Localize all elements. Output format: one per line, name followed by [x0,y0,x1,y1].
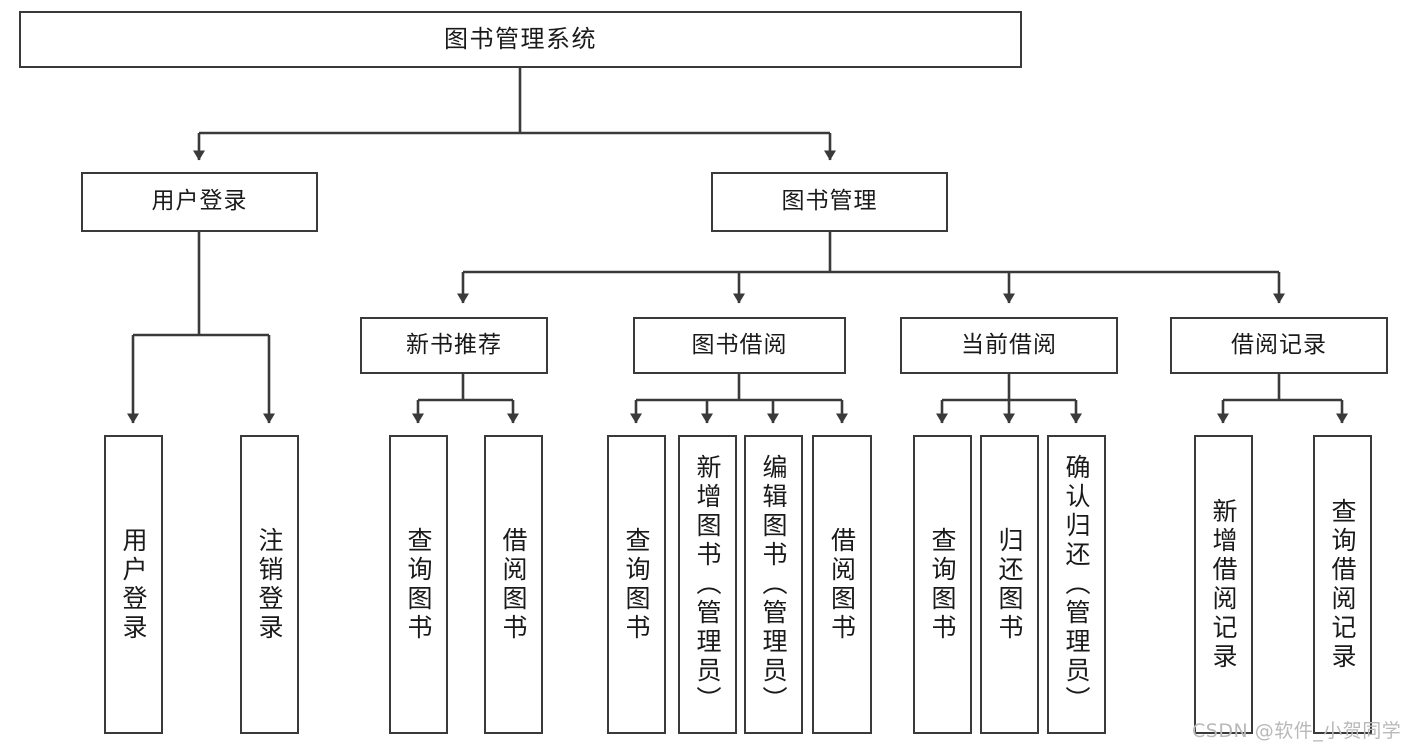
node-leaf-confirm-return[interactable]: 确认归还（管理员） [1047,435,1106,734]
node-root[interactable]: 图书管理系统 [19,11,1022,68]
node-book-borrow-label: 图书借阅 [691,331,788,358]
node-leaf-query-book-recommend[interactable]: 查询图书 [389,435,448,734]
node-borrow-record[interactable]: 借阅记录 [1170,317,1388,374]
node-leaf-logout[interactable]: 注销登录 [240,435,299,734]
node-current-borrow-label: 当前借阅 [961,331,1057,358]
node-leaf-query-book-current[interactable]: 查询图书 [913,435,972,734]
node-leaf-query-book-borrow[interactable]: 查询图书 [607,435,666,734]
node-current-borrow[interactable]: 当前借阅 [900,317,1118,374]
node-book-borrow[interactable]: 图书借阅 [633,317,846,374]
node-leaf-return-book-label: 归还图书 [995,526,1024,643]
node-borrow-record-label: 借阅记录 [1231,331,1327,358]
node-new-book-recommend[interactable]: 新书推荐 [360,317,548,374]
node-leaf-edit-book-label: 编辑图书（管理员） [759,454,788,715]
node-leaf-add-borrow-record[interactable]: 新增借阅记录 [1194,435,1253,734]
node-new-book-recommend-label: 新书推荐 [406,331,502,358]
node-leaf-borrow-book-label: 借阅图书 [827,526,857,643]
node-leaf-borrow-book-recommend[interactable]: 借阅图书 [484,435,543,734]
node-leaf-query-book-recommend-label: 查询图书 [404,526,433,643]
node-leaf-add-book[interactable]: 新增图书（管理员） [678,435,737,734]
node-leaf-add-borrow-record-label: 新增借阅记录 [1209,497,1238,672]
node-book-management[interactable]: 图书管理 [711,172,948,232]
csdn-watermark: CSDN @软件_小贺同学 [1192,720,1402,742]
node-leaf-query-book-borrow-label: 查询图书 [622,526,651,643]
node-leaf-borrow-book[interactable]: 借阅图书 [812,435,872,734]
node-leaf-return-book[interactable]: 归还图书 [980,435,1039,734]
node-leaf-query-borrow-record[interactable]: 查询借阅记录 [1313,435,1372,734]
node-leaf-confirm-return-label: 确认归还（管理员） [1062,454,1091,715]
node-leaf-add-book-label: 新增图书（管理员） [693,454,722,715]
node-root-label: 图书管理系统 [444,25,597,54]
node-book-management-label: 图书管理 [781,188,878,215]
node-leaf-edit-book[interactable]: 编辑图书（管理员） [744,435,803,734]
node-leaf-query-book-current-label: 查询图书 [928,526,957,643]
node-leaf-borrow-book-recommend-label: 借阅图书 [499,526,528,643]
node-user-login-label: 用户登录 [151,188,248,215]
node-leaf-user-login[interactable]: 用户登录 [104,435,163,734]
node-leaf-user-login-label: 用户登录 [119,526,148,643]
node-leaf-query-borrow-record-label: 查询借阅记录 [1328,497,1357,672]
node-user-login[interactable]: 用户登录 [81,172,318,232]
node-leaf-logout-label: 注销登录 [255,526,284,643]
